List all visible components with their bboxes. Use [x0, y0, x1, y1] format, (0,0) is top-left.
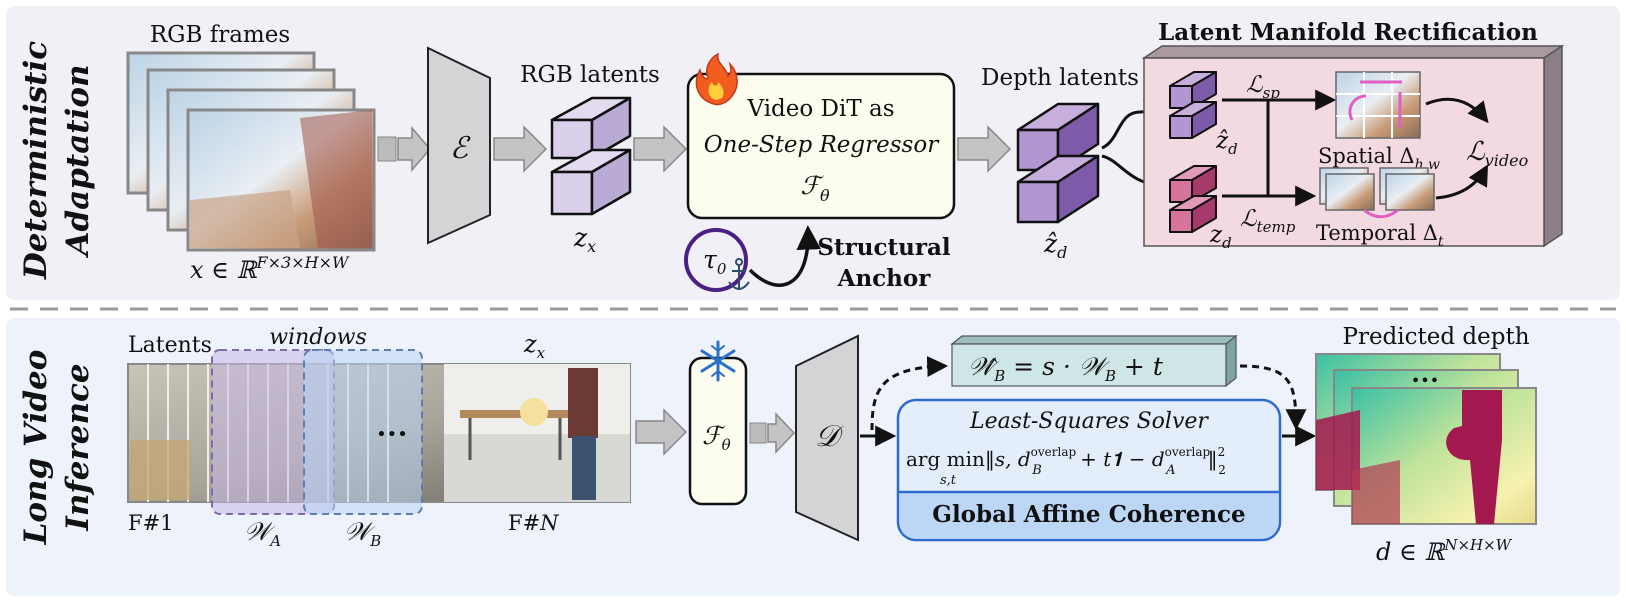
bottom-side-label-line2: Inference — [60, 363, 96, 531]
predicted-depth-stack — [1315, 353, 1537, 525]
first-frame-label: F#1 — [128, 511, 174, 535]
encoder-symbol: ℰ — [450, 131, 471, 166]
depth-latents-symbol: ẑd — [1043, 229, 1067, 262]
temporal-label: Temporal Δt — [1316, 221, 1444, 250]
latents-label: Latents — [128, 333, 212, 358]
affine-to-depth-arrow — [1239, 364, 1307, 431]
flame-icon — [695, 52, 738, 106]
affine-box-top — [950, 335, 1238, 345]
anchor-icon — [728, 258, 750, 290]
rgb-latents-label: RGB latents — [520, 62, 660, 88]
lmr-box-side — [1543, 44, 1563, 248]
coherence-label: Global Affine Coherence — [932, 501, 1245, 528]
rgb-latents-symbol: zx — [573, 223, 596, 256]
affine-box-side — [1225, 334, 1237, 388]
zx-label: zx — [523, 330, 546, 362]
spatial-patch-grid — [1335, 71, 1421, 139]
window-b — [303, 349, 423, 515]
spatial-to-video-loss-arrow — [1425, 97, 1489, 124]
latents-to-dit-arrow — [633, 125, 688, 173]
encoder-to-latents-arrow — [493, 125, 548, 173]
bottom-side-label: Long Video Inference — [18, 350, 96, 546]
depth-ellipsis: ••• — [1411, 371, 1439, 390]
tau-symbol: τ0 — [703, 245, 727, 278]
pred-latent-cubes — [1169, 71, 1217, 139]
dit-line1: Video DiT as — [746, 96, 894, 122]
predicted-depth-label: Predicted depth — [1342, 324, 1529, 350]
output-formula: d ∈ ℝN×H×W — [1376, 536, 1513, 566]
lmr-box-top — [1141, 45, 1565, 59]
frames-to-encoder-arrow — [377, 125, 431, 173]
anchor-feedback-arrow — [748, 225, 821, 287]
rgb-latents-cubes — [550, 96, 632, 216]
top-side-label: Deterministic Adaptation — [18, 41, 96, 280]
last-frame-label: F#N — [508, 511, 559, 535]
top-side-label-line2: Adaptation — [60, 64, 96, 258]
solver-title: Least-Squares Solver — [969, 409, 1209, 434]
strip-to-model-arrow — [635, 408, 688, 456]
gt-latent-symbol: zd — [1209, 222, 1232, 252]
rgb-frames-label: RGB frames — [150, 22, 290, 48]
strip-ellipsis: ••• — [376, 424, 408, 445]
video-loss-symbol: ℒvideo — [1466, 137, 1528, 170]
loss-sp-symbol: ℒsp — [1246, 72, 1280, 102]
frozen-model-symbol: ℱθ — [702, 421, 731, 454]
pred-latent-symbol: ẑd — [1215, 128, 1238, 158]
top-side-label-line1: Deterministic — [18, 41, 54, 280]
decoder-to-affine-arrow — [870, 356, 949, 431]
input-formula: x ∈ ℝF×3×H×W — [190, 253, 350, 284]
dit-line2: One-Step Regressor — [704, 132, 940, 158]
depth-latents-label: Depth latents — [981, 65, 1139, 91]
spatial-label: Spatial Δh,w — [1318, 144, 1440, 173]
rgb-frames-stack — [126, 51, 376, 252]
tau-circle — [684, 228, 748, 292]
anchor-label-line1: Structural — [817, 234, 950, 261]
depth-latents-cubes — [1016, 102, 1100, 224]
temporal-to-video-loss-arrow — [1435, 164, 1489, 200]
loss-temp-symbol: ℒtemp — [1240, 206, 1296, 236]
encoder-block — [427, 46, 491, 245]
snowflake-icon — [700, 340, 736, 382]
anchor-label-line2: Anchor — [837, 265, 932, 292]
model-to-decoder-arrow — [749, 412, 796, 454]
lmr-title: Latent Manifold Rectification — [1158, 19, 1538, 46]
windows-label: windows — [269, 325, 367, 350]
affine-equation: 𝒲̂B = s · 𝒲B + t — [968, 352, 1164, 385]
affine-box-front — [951, 343, 1227, 387]
coherence-band — [900, 492, 1278, 538]
gt-latent-cubes — [1169, 165, 1217, 233]
decoder-block — [795, 334, 859, 542]
temporal-patch-frames — [1319, 167, 1435, 219]
dit-to-depth-arrow — [957, 125, 1012, 173]
bottom-side-label-line1: Long Video — [18, 350, 54, 546]
solver-formula-under: s,t — [940, 473, 957, 488]
dit-block — [686, 72, 956, 220]
